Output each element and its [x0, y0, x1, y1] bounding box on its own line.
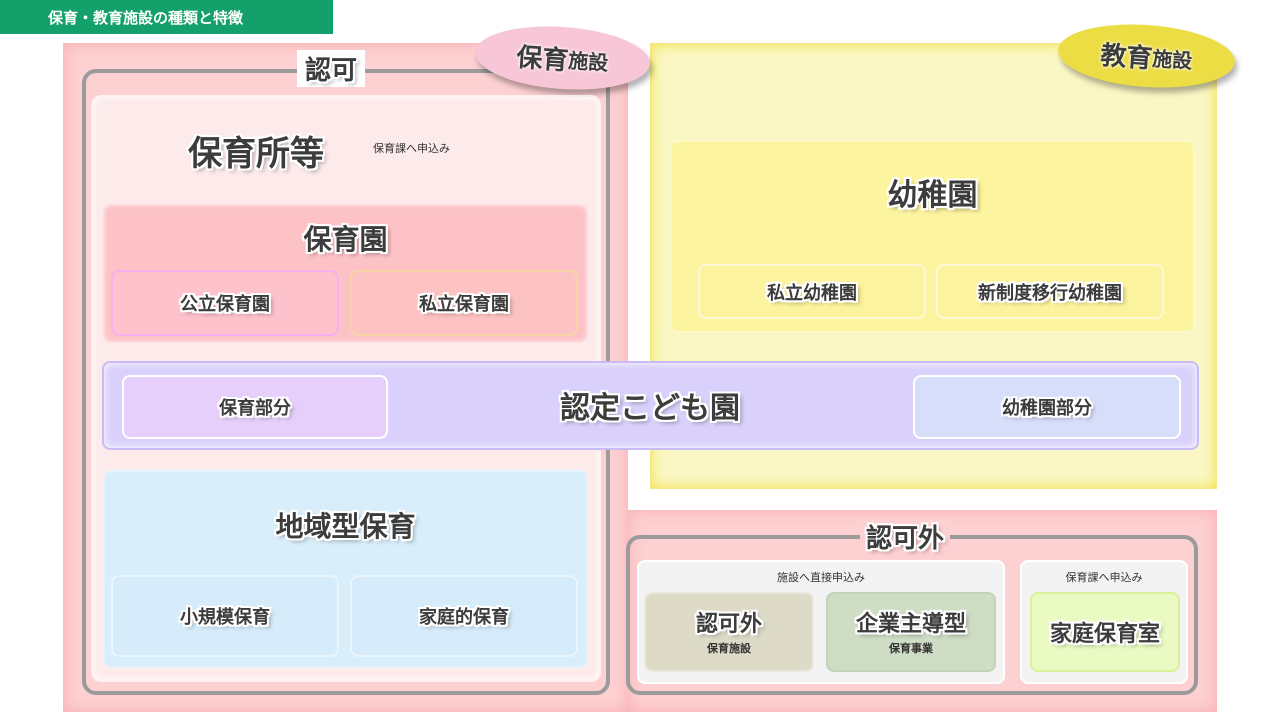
- kodomoen-title: 認定こども園: [560, 391, 740, 426]
- page-title: 保育・教育施設の種類と特徴: [0, 0, 333, 34]
- hoikusho-title: 保育所等: [188, 134, 324, 174]
- ninkagai-box1-title: 認可外: [695, 612, 762, 637]
- kigyou-shudou-gata: 企業主導型 保育事業: [826, 592, 996, 672]
- shiritsu-youchien: 私立幼稚園: [698, 264, 926, 319]
- ninkagai-box2-title: 企業主導型: [855, 612, 966, 637]
- shiritsu-hoikuen: 私立保育園: [350, 270, 578, 336]
- kateiteki-hoiku: 家庭的保育: [350, 575, 578, 657]
- youchien-title: 幼稚園: [887, 178, 978, 213]
- hoikusho-note: 保育課へ申込み: [373, 142, 450, 155]
- ninkagai-box1-sub: 保育施設: [707, 642, 751, 655]
- shinseido-youchien: 新制度移行幼稚園: [936, 264, 1164, 319]
- hoikuen-title: 保育園: [303, 223, 388, 256]
- kyoiku-shisetsu-main: 教育: [1099, 40, 1154, 74]
- kodomoen-youchien-part: 幼稚園部分: [913, 375, 1181, 439]
- hoiku-shisetsu-sub: 施設: [567, 47, 610, 75]
- katei-hoikushitsu: 家庭保育室: [1030, 592, 1180, 672]
- hoiku-shisetsu-main: 保育: [515, 42, 570, 76]
- kyoiku-shisetsu-sub: 施設: [1151, 45, 1194, 73]
- ninkagai-group2-note: 保育課へ申込み: [1065, 571, 1143, 584]
- ninkagai-box2-sub: 保育事業: [889, 642, 933, 655]
- ninka-label: 認可: [297, 50, 366, 87]
- chiiki-title: 地域型保育: [275, 510, 416, 543]
- shoukibo-hoiku: 小規模保育: [111, 575, 339, 657]
- ninkagai-group1-note: 施設へ直接申込み: [777, 571, 865, 584]
- kodomoen-hoiku-part: 保育部分: [122, 375, 388, 439]
- kouritsu-hoikuen: 公立保育園: [111, 270, 339, 336]
- ninkagai-label: 認可外: [860, 518, 951, 555]
- ninkagai-hoiku-shisetsu: 認可外 保育施設: [644, 592, 814, 672]
